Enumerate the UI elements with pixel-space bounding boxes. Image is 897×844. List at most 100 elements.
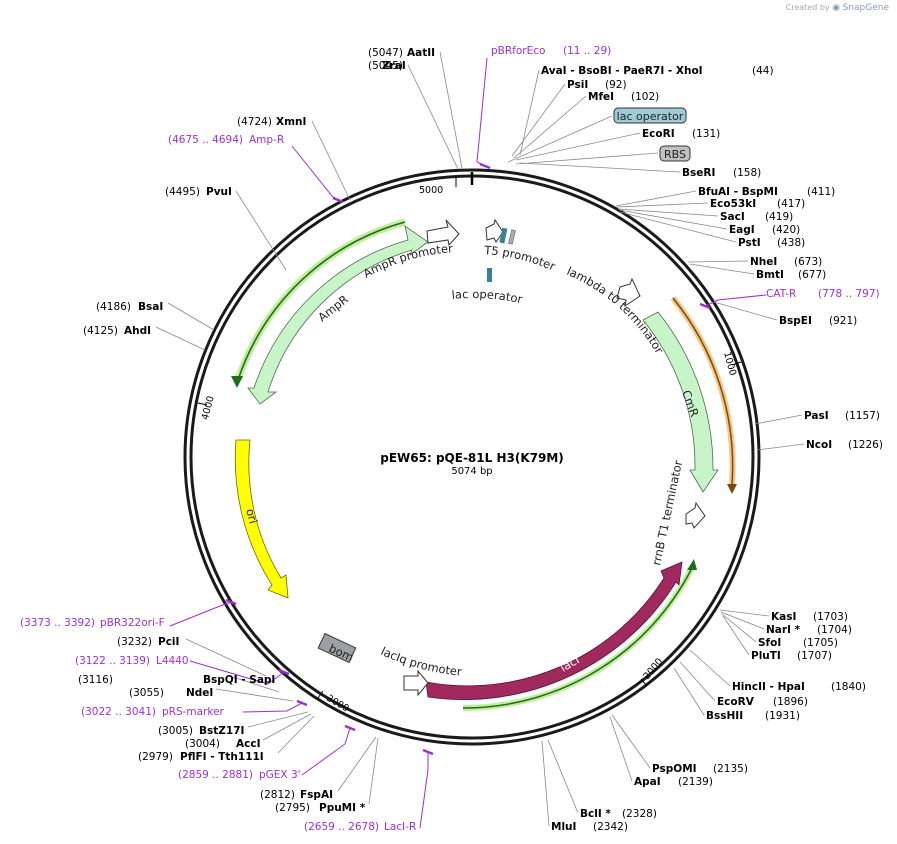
svg-text:MfeI: MfeI xyxy=(588,91,614,103)
enzyme-ppumi: (2795)PpuMI * xyxy=(275,802,366,814)
feature-rbs-mark xyxy=(508,229,516,245)
label-rrnb: rrnB T1 terminator xyxy=(649,459,685,567)
svg-text:(102): (102) xyxy=(631,91,659,103)
svg-text:AvaI - BsoBI - PaeR7I - Xho: AvaI - BsoBI - PaeR7I - XhoI xyxy=(541,65,703,77)
feature-lac-operator-1 xyxy=(499,227,508,244)
svg-text:(420): (420) xyxy=(772,224,800,236)
enzyme-ncoi: NcoI(1226) xyxy=(806,439,883,451)
svg-text:5000: 5000 xyxy=(419,185,443,196)
svg-text:BmtI: BmtI xyxy=(756,269,784,281)
enzyme-zrai: (5045)ZraI xyxy=(368,60,406,72)
svg-text:(4125): (4125) xyxy=(83,325,118,337)
svg-text:PflFI - Tth111I: PflFI - Tth111I xyxy=(180,751,264,763)
primer-laci-r: LacI-R(2659 .. 2678) xyxy=(304,821,416,833)
enzyme-apai: ApaI (2139) xyxy=(634,776,713,788)
svg-text:pGEX 3': pGEX 3' xyxy=(259,769,301,781)
enzyme-pluti: PluTI (1707) xyxy=(751,650,832,662)
svg-text:SacI: SacI xyxy=(720,211,745,223)
backbone xyxy=(183,168,761,746)
svg-text:BspQI - SapI: BspQI - SapI xyxy=(203,674,275,686)
enzyme-mlui: MluI(2342) xyxy=(551,821,628,833)
enzyme-xmni: (4724)XmnI xyxy=(237,116,306,128)
enzyme-ahdi: (4125)AhdI xyxy=(83,325,151,337)
svg-text:(1703): (1703) xyxy=(813,611,848,623)
label-bom: bom xyxy=(327,641,356,664)
svg-text:BstZ17I: BstZ17I xyxy=(199,725,244,737)
svg-text:(921): (921) xyxy=(829,315,857,327)
feature-laci-highlight xyxy=(462,559,697,712)
plasmid-name: pEW65: pQE-81L H3(K79M) xyxy=(380,451,564,465)
primer-cat-r-arrow xyxy=(670,296,737,494)
svg-text:EcoRV: EcoRV xyxy=(717,696,755,708)
feature-bom xyxy=(317,632,357,664)
svg-text:RBS: RBS xyxy=(664,148,686,161)
primer-marks xyxy=(169,57,767,829)
svg-text:pRS-marker: pRS-marker xyxy=(162,706,225,718)
svg-text:(1707): (1707) xyxy=(797,650,832,662)
svg-text:(1931): (1931) xyxy=(765,710,800,722)
enzyme-psii: PsiI(92) xyxy=(567,79,627,91)
svg-text:(3232): (3232) xyxy=(117,636,152,648)
enzyme-pcii: (3232)PciI xyxy=(117,636,179,648)
svg-text:(44): (44) xyxy=(752,65,774,77)
svg-text:BssHII: BssHII xyxy=(706,710,743,722)
enzyme-nari: NarI *(1704) xyxy=(766,624,852,636)
watermark-created-by: Created by xyxy=(785,3,830,12)
svg-text:PluTI: PluTI xyxy=(751,650,781,662)
svg-text:EagI: EagI xyxy=(729,224,755,236)
svg-text:(2328): (2328) xyxy=(622,808,657,820)
enzyme-pasi: PasI(1157) xyxy=(804,410,880,422)
svg-text:(11 .. 29): (11 .. 29) xyxy=(563,45,611,57)
feature-rrnb-arrow xyxy=(685,501,706,529)
tick-4000: 4000 xyxy=(197,395,217,421)
svg-text:(3122 .. 3139): (3122 .. 3139) xyxy=(75,655,150,667)
enzyme-avai-bsobi-paer7i-xhoi: AvaI - BsoBI - PaeR7I - XhoI (44) xyxy=(541,65,774,77)
enzyme-psti: PstI(438) xyxy=(738,237,805,249)
feature-ori xyxy=(234,439,289,599)
boxed-lac-operator: lac operator xyxy=(613,107,687,124)
enzyme-bsai: (4186)BsaI xyxy=(96,301,163,313)
svg-text:(158): (158) xyxy=(733,167,761,179)
boxed-rbs: RBS xyxy=(659,145,691,162)
svg-text:lac operator: lac operator xyxy=(617,110,684,123)
svg-text:XmnI: XmnI xyxy=(276,116,306,128)
enzyme-ndei: (3055)NdeI xyxy=(129,687,213,699)
svg-text:ApaI: ApaI xyxy=(634,776,661,788)
label-lambda-t0: lambda t0 terminator xyxy=(565,264,667,356)
enzyme-bseri: BseRI(158) xyxy=(682,167,761,179)
svg-text:(5045): (5045) xyxy=(368,60,403,72)
svg-text:4000: 4000 xyxy=(200,395,217,421)
svg-text:(1705): (1705) xyxy=(803,637,838,649)
svg-text:(4675 .. 4694): (4675 .. 4694) xyxy=(168,134,243,146)
svg-text:(419): (419) xyxy=(765,211,793,223)
primer-prs-marker: pRS-marker(3022 .. 3041) xyxy=(81,706,225,718)
primer-amp-r: Amp-R(4675 .. 4694) xyxy=(168,134,284,146)
svg-text:HincII - HpaI: HincII - HpaI xyxy=(732,681,805,693)
svg-text:NdeI: NdeI xyxy=(186,687,213,699)
enzyme-aatii: (5047)AatII xyxy=(368,47,435,59)
svg-text:(1226): (1226) xyxy=(848,439,883,451)
svg-text:BsaI: BsaI xyxy=(138,301,163,313)
svg-text:(2859 .. 2881): (2859 .. 2881) xyxy=(178,769,253,781)
svg-text:NheI: NheI xyxy=(750,256,777,268)
svg-text:AccI: AccI xyxy=(236,738,260,750)
enzyme-kasi: KasI(1703) xyxy=(771,611,848,623)
svg-text:MluI: MluI xyxy=(551,821,576,833)
enzyme-bfuai-bspmi: BfuAI - BspMI(411) xyxy=(698,186,835,198)
primer-pbrforeco: pBRforEco(11 .. 29) xyxy=(491,45,611,57)
svg-text:(5047): (5047) xyxy=(368,47,403,59)
watermark-brand: SnapGene xyxy=(842,3,889,13)
svg-text:PsiI: PsiI xyxy=(567,79,588,91)
svg-text:BspEI: BspEI xyxy=(779,315,812,327)
svg-text:(1704): (1704) xyxy=(817,624,852,636)
enzyme-ecorv: EcoRV(1896) xyxy=(717,696,808,708)
svg-text:(3373 .. 3392): (3373 .. 3392) xyxy=(20,617,95,629)
feature-lambda-t0-arrow xyxy=(616,277,641,308)
enzyme-bspei: BspEI (921) xyxy=(779,315,857,327)
enzyme-pflfi-tth111i: (2979)PflFI - Tth111I xyxy=(138,751,264,763)
svg-text:(438): (438) xyxy=(777,237,805,249)
svg-text:(2139): (2139) xyxy=(678,776,713,788)
enzyme-bsshii: BssHII (1931) xyxy=(706,710,800,722)
svg-text:CAT-R: CAT-R xyxy=(766,288,796,300)
